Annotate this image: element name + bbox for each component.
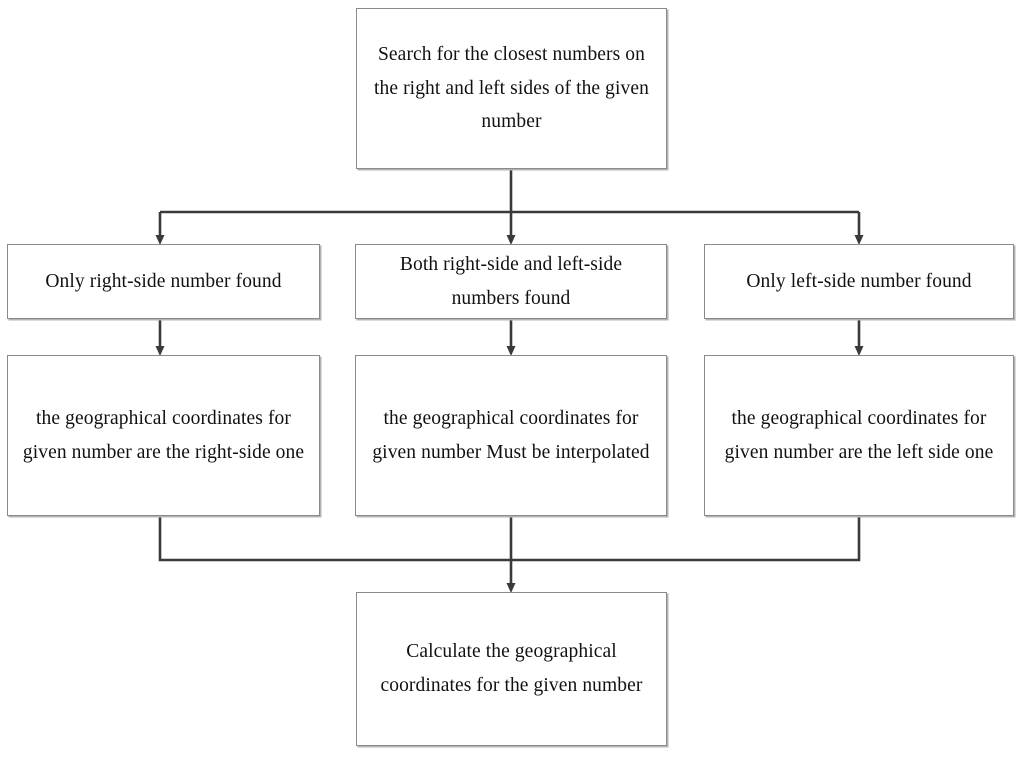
node-both-sides-found-label: Both right-side and left-side numbers fo… xyxy=(399,253,623,309)
node-use-right-side-coordinates[interactable]: the geographical coordinates for given n… xyxy=(7,355,320,516)
node-only-right-side-found-label: Only right-side number found xyxy=(45,270,282,292)
node-interpolate-coordinates-label: the geographical coordinates for given n… xyxy=(372,407,650,463)
node-only-left-side-found-label: Only left-side number found xyxy=(746,270,972,292)
node-use-left-side-coordinates-label: the geographical coordinates for given n… xyxy=(724,407,994,463)
node-calculate-coordinates-label: Calculate the geographical coordinates f… xyxy=(380,641,643,696)
edge-left-result-to-merge xyxy=(511,516,861,562)
node-search-closest-numbers[interactable]: Search for the closest numbers on the ri… xyxy=(356,8,667,169)
node-calculate-coordinates[interactable]: Calculate the geographical coordinates f… xyxy=(356,592,667,746)
node-use-right-side-coordinates-label: the geographical coordinates for given n… xyxy=(22,407,305,463)
node-use-left-side-coordinates[interactable]: the geographical coordinates for given n… xyxy=(704,355,1014,516)
node-both-sides-found[interactable]: Both right-side and left-side numbers fo… xyxy=(355,244,667,319)
node-only-left-side-found[interactable]: Only left-side number found xyxy=(704,244,1014,319)
node-interpolate-coordinates[interactable]: the geographical coordinates for given n… xyxy=(355,355,667,516)
edge-right-result-to-merge xyxy=(158,516,511,562)
node-only-right-side-found[interactable]: Only right-side number found xyxy=(7,244,320,319)
node-search-label: Search for the closest numbers on the ri… xyxy=(373,44,649,133)
